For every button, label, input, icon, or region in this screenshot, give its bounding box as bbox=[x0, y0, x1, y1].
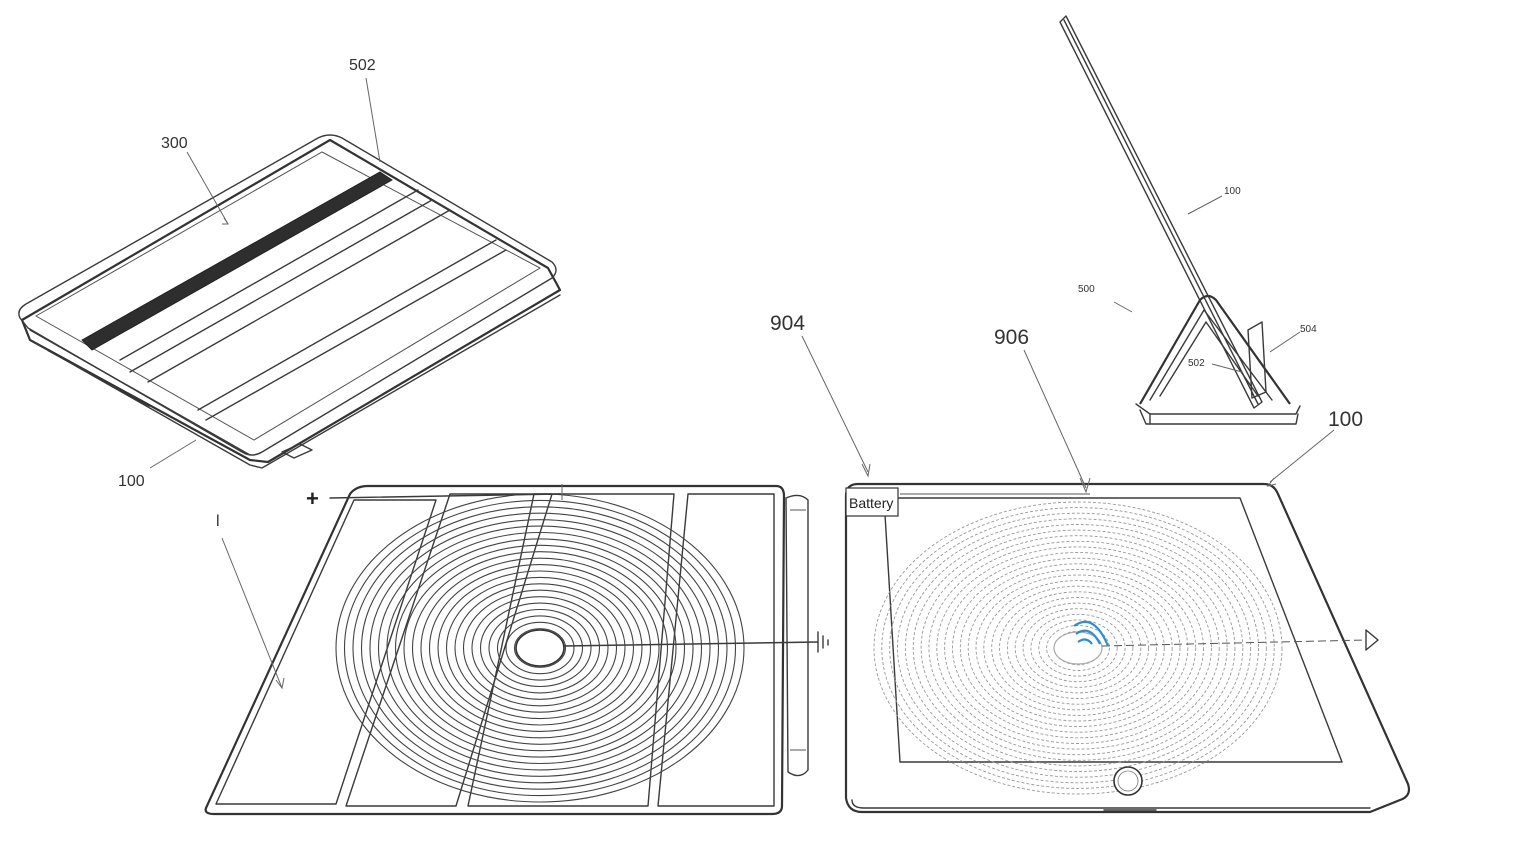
coil-ring bbox=[897, 518, 1259, 778]
coil-ring bbox=[471, 596, 609, 700]
tablet-on-stand bbox=[1059, 15, 1301, 425]
coil-ring bbox=[445, 576, 635, 720]
label-906: 906 bbox=[994, 326, 1029, 349]
label-100-top: 100 bbox=[118, 473, 145, 490]
home-button-icon bbox=[1113, 766, 1143, 796]
label-300: 300 bbox=[161, 135, 188, 152]
coil-ring bbox=[369, 519, 711, 777]
coil-ring bbox=[1046, 625, 1110, 671]
coil-ring bbox=[496, 615, 584, 681]
coil-ring bbox=[928, 540, 1228, 756]
coil-ring bbox=[952, 557, 1204, 739]
coil-ring bbox=[1014, 602, 1142, 694]
label-502-stand: 502 bbox=[1188, 358, 1205, 369]
label-500: 500 bbox=[1078, 284, 1095, 295]
coil-ring bbox=[881, 507, 1275, 789]
battery-label: Battery bbox=[849, 495, 893, 511]
coil-ring bbox=[873, 501, 1283, 795]
plus-terminal: + bbox=[306, 486, 319, 511]
coil-ring bbox=[904, 524, 1252, 772]
coil-ring bbox=[454, 583, 626, 713]
coil-ring bbox=[420, 557, 660, 739]
coil-ring bbox=[394, 538, 686, 758]
coil-ring bbox=[959, 563, 1197, 733]
label-504: 504 bbox=[1300, 324, 1317, 335]
coil-ring bbox=[999, 591, 1157, 705]
closed-tablet-with-cover bbox=[18, 77, 562, 469]
coil-ring bbox=[403, 544, 677, 752]
coil-ring bbox=[428, 564, 652, 732]
coil-ring bbox=[488, 608, 592, 688]
coil-ring bbox=[411, 551, 669, 745]
coil-ring bbox=[352, 506, 728, 790]
coil-ring bbox=[513, 628, 567, 668]
ground-symbol-icon bbox=[817, 631, 829, 653]
coil-ring bbox=[1038, 619, 1118, 677]
coil-ring bbox=[343, 499, 737, 797]
coil-ring bbox=[967, 568, 1189, 728]
coil-ring bbox=[437, 570, 643, 726]
coil-ring bbox=[920, 535, 1236, 761]
label-100-stand: 100 bbox=[1224, 186, 1241, 197]
coil-ring bbox=[1006, 597, 1150, 699]
label-904: 904 bbox=[770, 312, 805, 335]
label-100-right: 100 bbox=[1328, 408, 1363, 431]
coil-ring bbox=[983, 580, 1173, 716]
coil-ring bbox=[975, 574, 1181, 722]
coil-ring bbox=[912, 529, 1244, 767]
left-reference-mark: l bbox=[216, 513, 220, 530]
coil-ring bbox=[386, 531, 694, 765]
coil-ring bbox=[377, 525, 703, 771]
coil-ring bbox=[360, 512, 720, 784]
coil-ring bbox=[505, 621, 575, 675]
coil-ring bbox=[1030, 613, 1126, 683]
coil-ring bbox=[479, 602, 601, 694]
coil-ring bbox=[1022, 608, 1134, 688]
ground-symbol-icon bbox=[1365, 629, 1379, 651]
cover-with-charging-coil bbox=[204, 484, 819, 816]
coil-ring bbox=[991, 585, 1165, 711]
coil-ring bbox=[936, 546, 1220, 750]
coil-ring bbox=[944, 552, 1212, 744]
coil-ring bbox=[889, 512, 1267, 784]
tablet-with-receiving-coil bbox=[801, 335, 1411, 814]
label-502-top: 502 bbox=[349, 57, 376, 74]
wifi-icon bbox=[1073, 620, 1110, 647]
coil-ring bbox=[462, 589, 618, 707]
